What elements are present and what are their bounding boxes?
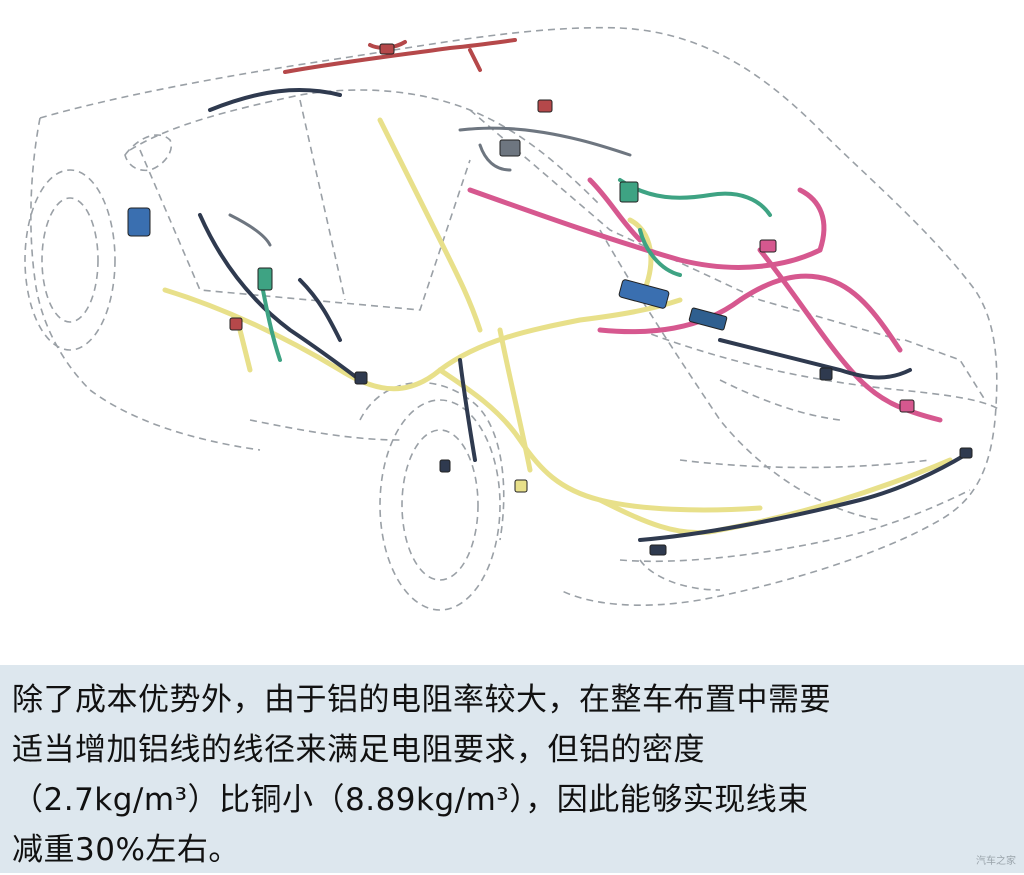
- caption-line-4: 减重30%左右。: [12, 832, 240, 868]
- caption-panel: 除了成本优势外，由于铝的电阻率较大，在整车布置中需要 适当增加铝线的线径来满足电…: [0, 665, 1024, 873]
- harness-red: [283, 38, 517, 74]
- watermark: 汽车之家: [976, 856, 1016, 867]
- caption-line-2: 适当增加铝线的线径来满足电阻要求，但铝的密度: [12, 732, 705, 768]
- caption-line-1: 除了成本优势外，由于铝的电阻率较大，在整车布置中需要: [12, 682, 831, 718]
- harness-pink: [467, 177, 943, 423]
- harness-gray: [228, 126, 632, 247]
- harness-dark: [198, 88, 967, 542]
- caption-line-3: （2.7kg/m³）比铜小（8.89kg/m³），因此能够实现线束: [12, 782, 809, 818]
- car-body-outline: [24, 26, 1001, 611]
- car-wiring-harness-illustration: [24, 26, 1001, 611]
- connectors: [127, 43, 973, 556]
